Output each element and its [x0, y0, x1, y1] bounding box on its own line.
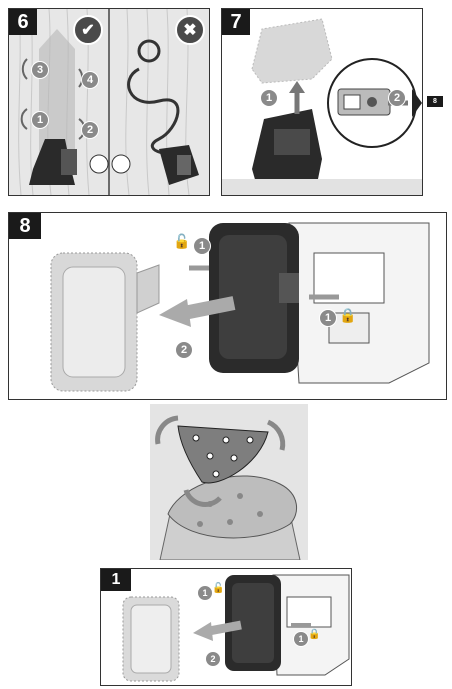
step-2: 2: [81, 121, 99, 139]
step-1: 1: [31, 111, 49, 129]
step-3: 3: [31, 61, 49, 79]
panel-7: 7 1 2: [221, 8, 423, 196]
unlock-icon: 🔓: [173, 233, 191, 249]
panel-8: 8 🔓 1 2 1 🔒: [8, 212, 447, 400]
step-1-bottom: 1: [319, 309, 337, 327]
panel-1: 1 1 🔓 2 1 🔒: [100, 568, 352, 686]
wood-grain: [18, 9, 199, 195]
sanding-pad-illustration: [150, 404, 308, 560]
panel-7-illustration: [222, 18, 422, 195]
step-2: 2: [205, 651, 221, 667]
step-1-top: 1: [197, 585, 213, 601]
panel-1-number: 1: [101, 569, 131, 591]
lock-icon: 🔒: [308, 629, 321, 640]
step-4: 4: [81, 71, 99, 89]
check-icon: ✔: [73, 15, 103, 45]
step-2: 2: [175, 341, 193, 359]
step-1: 1: [260, 89, 278, 107]
panel-6-number: 6: [9, 9, 37, 35]
step-1-top: 1: [193, 237, 211, 255]
page-reference-8: 8: [427, 96, 443, 107]
sanding-pad-drawing: [155, 415, 301, 560]
unlock-icon: 🔓: [212, 583, 225, 594]
cross-icon: ✖: [175, 15, 205, 45]
panel-8-number: 8: [9, 213, 41, 239]
lock-icon: 🔒: [339, 307, 357, 323]
step-1-bottom: 1: [293, 631, 309, 647]
panel-8-illustration: [50, 222, 430, 392]
panel-6: 6 ✔ ✖ 3 4 1 2: [8, 8, 210, 196]
panel-7-number: 7: [222, 9, 250, 35]
step-2: 2: [388, 89, 406, 107]
panel-1-illustration: [122, 574, 350, 682]
